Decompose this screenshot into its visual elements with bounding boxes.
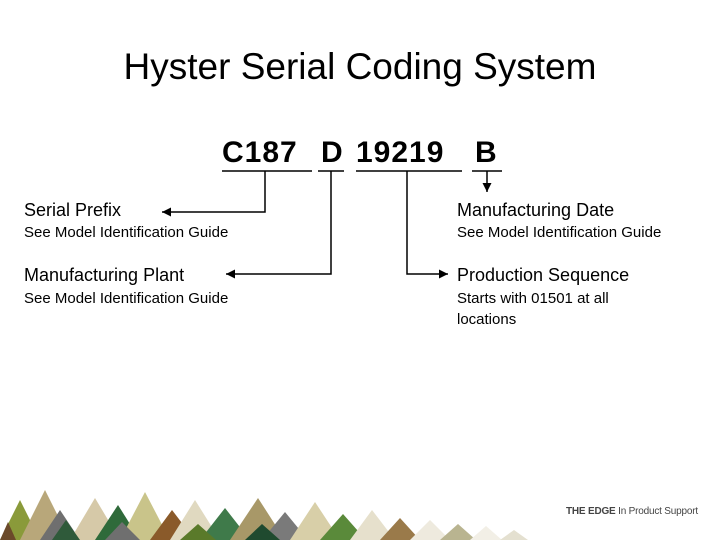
code-date: B [475, 136, 498, 169]
label-serial-prefix: Serial Prefix [24, 200, 122, 220]
label-manufacturing-plant: Manufacturing Plant [24, 265, 185, 285]
page-title: Hyster Serial Coding System [123, 46, 597, 87]
desc-manufacturing-plant: See Model Identification Guide [24, 290, 229, 307]
desc-manufacturing-date: See Model Identification Guide [457, 224, 662, 241]
connector-production-sequence [406, 171, 448, 279]
label-production-sequence: Production Sequence [457, 265, 630, 285]
desc-serial-prefix: See Model Identification Guide [24, 224, 229, 241]
code-sequence: 19219 [356, 136, 445, 169]
footer-brand-name: THE EDGE [566, 506, 616, 517]
footer-tagline: In Product Support [618, 506, 698, 517]
connector-serial-prefix [162, 171, 266, 217]
label-manufacturing-date: Manufacturing Date [457, 200, 615, 220]
connector-manufacturing-plant [226, 171, 332, 279]
footer-brand: THE EDGE In Product Support [566, 506, 698, 517]
triangle-pattern-decoration [0, 490, 528, 540]
desc-production-sequence: Starts with 01501 at all locations [457, 290, 609, 328]
code-prefix: C187 [222, 136, 298, 169]
code-plant: D [321, 136, 344, 169]
